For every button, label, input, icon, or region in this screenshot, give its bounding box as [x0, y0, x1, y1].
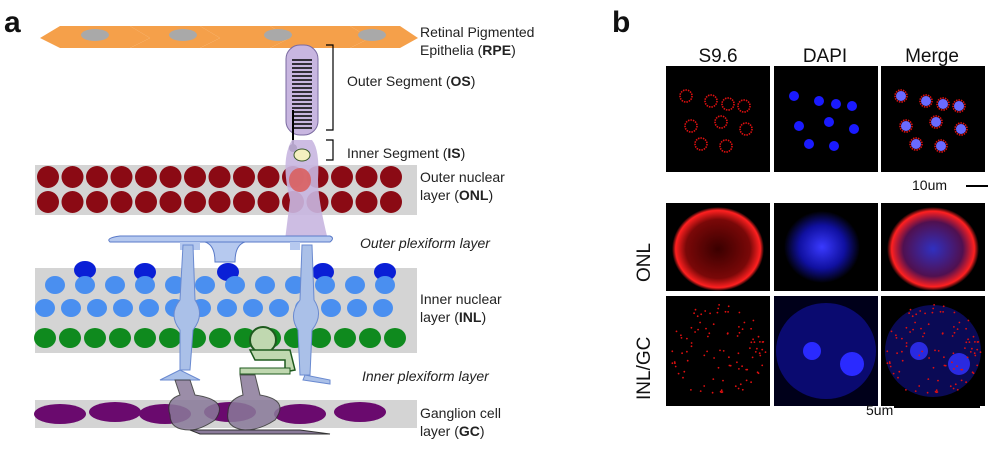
row-header-onl: ONL — [634, 242, 655, 282]
col-header-s96: S9.6 — [698, 46, 738, 67]
brackets — [326, 44, 334, 161]
label-ipl: Inner plexiform layer — [362, 368, 489, 384]
scalebar-bottom — [894, 406, 980, 408]
micrograph-onl-dapi — [774, 203, 878, 291]
micrograph-inlgc-merge — [881, 296, 985, 406]
label-gc: Ganglion cell layer (GC) — [420, 405, 501, 439]
col-header-merge: Merge — [905, 46, 959, 67]
opl-connections — [108, 235, 333, 263]
label-rpe: Retinal Pigmented Epithelia (RPE) — [420, 24, 535, 58]
ganglion-cells — [168, 374, 331, 435]
micrograph-onl-merge — [881, 203, 985, 291]
label-opl: Outer plexiform layer — [360, 235, 490, 251]
micrograph-top-dapi — [774, 66, 878, 172]
row-header-inl-gc: INL/GC — [634, 336, 655, 400]
panel-a-letter: a — [4, 6, 21, 39]
amacrine-cell — [239, 326, 296, 375]
scalebar-top — [966, 185, 988, 187]
photoreceptor-cell — [285, 44, 328, 240]
micrograph-top-s96 — [666, 66, 770, 172]
micrograph-inlgc-dapi — [774, 296, 878, 406]
label-onl: Outer nuclear layer (ONL) — [420, 169, 505, 203]
micrograph-inlgc-s96 — [666, 296, 770, 406]
rpe-layer — [40, 26, 418, 48]
label-inl: Inner nuclear layer (INL) — [420, 291, 502, 325]
col-header-dapi: DAPI — [802, 46, 848, 67]
scalebar-bottom-label: 5um — [866, 402, 894, 418]
micrograph-top-merge — [881, 66, 985, 172]
label-os: Outer Segment (OS) — [347, 73, 476, 89]
retina-diagram — [34, 26, 418, 435]
scalebar-top-label: 10um — [912, 177, 948, 193]
label-is: Inner Segment (IS) — [347, 145, 466, 161]
panel-b-letter: b — [612, 6, 631, 39]
micrograph-onl-s96 — [666, 203, 770, 291]
bipolar-cells — [159, 244, 331, 385]
